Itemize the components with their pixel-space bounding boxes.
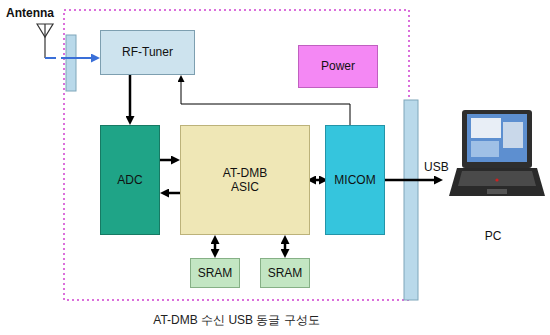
signal-arrow <box>129 75 132 116</box>
node-text: Antenna <box>6 6 54 20</box>
antenna-connector <box>66 35 76 91</box>
signal-arrow <box>169 192 180 195</box>
signal-arrow <box>160 159 171 162</box>
node-text: Power <box>321 59 355 73</box>
laptop-picture <box>449 110 545 196</box>
dongle-outline <box>64 10 409 300</box>
caption: AT-DMB 수신 USB 동글 구성도 <box>64 312 409 329</box>
antenna-label: Antenna <box>3 3 61 61</box>
edge-label: USB <box>422 160 451 174</box>
node-text: MICOM <box>334 173 375 187</box>
signal-arrow <box>284 244 287 249</box>
node-text: SRAM <box>198 266 233 280</box>
adc-box: ADC <box>100 125 160 235</box>
usb-connector <box>404 100 418 300</box>
node-text: ADC <box>117 173 142 187</box>
node-text: RF-Tuner <box>122 45 173 59</box>
node-text: SRAM <box>268 266 303 280</box>
power-box: Power <box>298 45 378 88</box>
signal-arrow <box>61 57 91 59</box>
signal-arrow <box>181 82 350 125</box>
signal-arrow <box>385 179 434 182</box>
micom-box: MICOM <box>325 125 385 235</box>
sram-box: SRAM <box>260 258 310 288</box>
tuner-box: RF-Tuner <box>100 30 195 75</box>
signal-arrow <box>316 179 319 182</box>
antenna-symbol <box>37 24 56 58</box>
pc-node: PC <box>443 108 543 246</box>
sram-box: SRAM <box>190 258 240 288</box>
signal-arrow <box>214 244 217 249</box>
asic-box: AT-DMB ASIC <box>180 125 310 235</box>
node-text: AT-DMB ASIC <box>215 166 275 195</box>
node-text: PC <box>485 229 502 243</box>
